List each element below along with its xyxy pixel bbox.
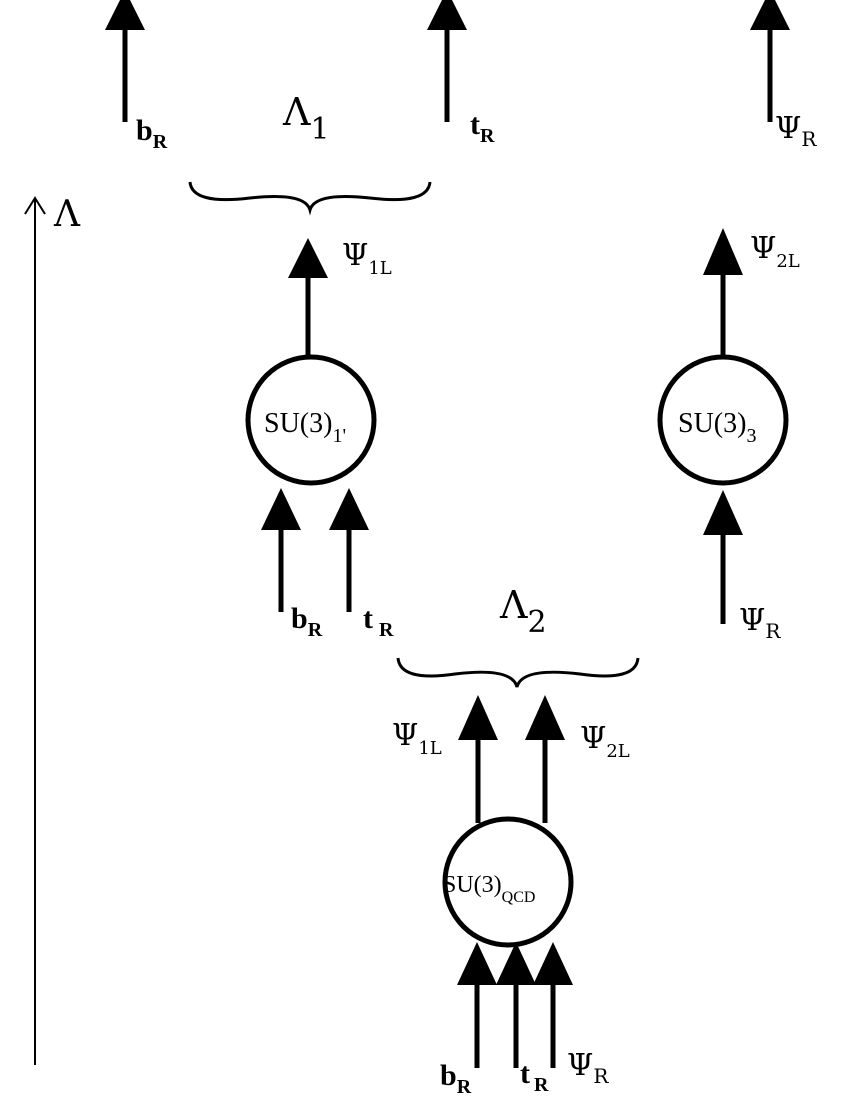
top-arrow-b xyxy=(105,0,145,122)
psi1L-upper-label: Ψ1L xyxy=(342,238,392,279)
su3-1prime-label: SU(3)1' xyxy=(264,408,346,447)
lambda1-label: Λ1 xyxy=(282,90,330,147)
psi1L-output-arrow xyxy=(288,238,328,357)
su3-3-node xyxy=(657,354,789,486)
lambda1-brace xyxy=(188,181,432,216)
b-input-arrow-1 xyxy=(261,488,301,612)
top-arrow-t xyxy=(427,0,467,122)
psi2L-qcd-output-arrow xyxy=(525,695,565,823)
psiR-input-label-3: ΨR xyxy=(739,603,781,643)
b-input-label-qcd: bR xyxy=(440,1059,472,1098)
psi2L-lower-label: Ψ2L xyxy=(580,721,630,762)
su3-qcd-node xyxy=(442,816,574,948)
top-label-t: tR xyxy=(470,108,495,147)
psi1L-lower-label: Ψ1L xyxy=(392,718,442,759)
scale-axis: Λ xyxy=(24,194,81,1065)
psiR-input-arrow-qcd xyxy=(533,942,573,1068)
psi2L-output-arrow xyxy=(703,228,743,357)
su3-qcd-label: SU(3)QCD xyxy=(443,872,535,906)
top-arrow-psi xyxy=(750,0,790,122)
su3-1prime-node xyxy=(245,354,377,486)
axis-arrowhead xyxy=(24,196,46,215)
psiR-input-arrow-3 xyxy=(703,490,743,624)
t-input-arrow-1 xyxy=(329,488,369,612)
b-input-label-1: bR xyxy=(291,602,323,641)
b-input-arrow-qcd xyxy=(457,942,497,1068)
su3-3-label: SU(3)3 xyxy=(678,408,756,447)
lambda2-label: Λ2 xyxy=(499,583,547,640)
psi2L-upper-label: Ψ2L xyxy=(750,231,800,272)
top-label-b: bR xyxy=(136,114,168,153)
psiR-input-label-qcd: ΨR xyxy=(567,1048,609,1088)
t-input-arrow-qcd xyxy=(496,942,536,1068)
psi1L-qcd-output-arrow xyxy=(458,695,498,823)
axis-label: Λ xyxy=(53,194,81,235)
top-label-psi: ΨR xyxy=(775,111,817,151)
lambda2-brace xyxy=(396,657,640,688)
